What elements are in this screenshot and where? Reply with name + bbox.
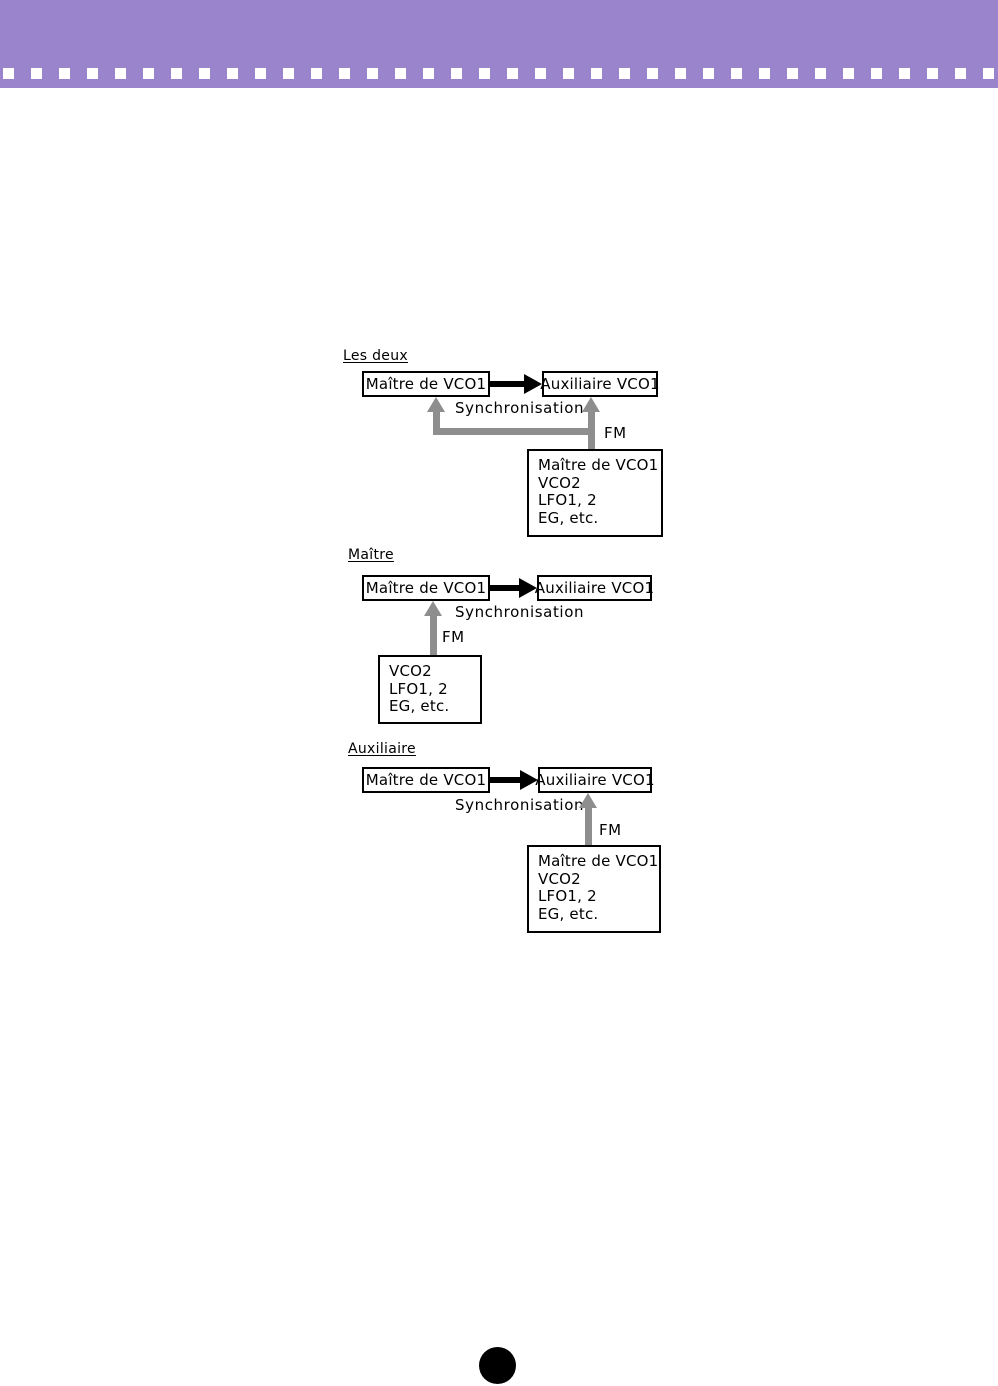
header-band bbox=[0, 0, 998, 88]
aux-vco1-box: Auxiliaire VCO1 bbox=[540, 371, 660, 397]
page-number-dot bbox=[479, 1347, 516, 1384]
source-line: EG, etc. bbox=[538, 904, 599, 923]
fm-arrow-stem-left bbox=[433, 411, 440, 429]
diagram-title: Les deux bbox=[343, 348, 408, 364]
fm-arrow-stem-right bbox=[588, 411, 595, 449]
aux-vco1-box: Auxiliaire VCO1 bbox=[535, 767, 655, 793]
source-line: VCO2 bbox=[538, 473, 581, 492]
fm-label: FM bbox=[599, 821, 622, 839]
diagram-title: Maître bbox=[348, 547, 394, 563]
fm-arrow-stem bbox=[430, 615, 437, 655]
fm-arrow-head-icon bbox=[579, 793, 597, 808]
source-line: Maître de VCO1 bbox=[538, 852, 659, 870]
sync-arrow-head-icon bbox=[524, 374, 542, 394]
sync-arrow-stem bbox=[489, 777, 521, 783]
fm-label: FM bbox=[604, 424, 627, 442]
source-line: VCO2 bbox=[538, 869, 581, 888]
fm-arrow-horizontal-line bbox=[433, 428, 595, 435]
sync-arrow-stem bbox=[489, 585, 521, 591]
header-dashed-line bbox=[0, 68, 998, 79]
aux-vco1-box: Auxiliaire VCO1 bbox=[535, 575, 654, 601]
master-vco1-box: Maître de VCO1 bbox=[362, 767, 490, 793]
master-vco1-box: Maître de VCO1 bbox=[362, 575, 490, 601]
sync-arrow-stem bbox=[489, 381, 525, 387]
diagram-title: Auxiliaire bbox=[348, 741, 416, 757]
sync-label: Synchronisation bbox=[455, 796, 585, 814]
source-line: LFO1, 2 bbox=[389, 679, 448, 698]
fm-arrow-head-left-icon bbox=[427, 397, 445, 412]
fm-label: FM bbox=[442, 628, 465, 646]
source-line: Maître de VCO1 bbox=[538, 456, 659, 474]
sync-label: Synchronisation bbox=[455, 603, 585, 621]
source-line: EG, etc. bbox=[389, 697, 450, 715]
master-vco1-box: Maître de VCO1 bbox=[362, 371, 490, 397]
source-line: LFO1, 2 bbox=[538, 887, 597, 905]
fm-arrow-head-right-icon bbox=[582, 397, 600, 412]
sync-arrow-head-icon bbox=[519, 578, 537, 598]
sync-arrow-head-icon bbox=[520, 770, 538, 790]
modulation-source-box: Maître de VCO1 VCO2 LFO1, 2 EG, etc. bbox=[527, 449, 663, 537]
sync-label: Synchronisation bbox=[455, 399, 585, 417]
fm-arrow-head-icon bbox=[424, 601, 442, 616]
modulation-source-box: VCO2 LFO1, 2 EG, etc. bbox=[378, 655, 482, 724]
modulation-source-box: Maître de VCO1 VCO2 LFO1, 2 EG, etc. bbox=[527, 845, 661, 933]
source-line: VCO2 bbox=[389, 662, 432, 680]
source-line: LFO1, 2 bbox=[538, 491, 597, 509]
source-line: EG, etc. bbox=[538, 508, 599, 527]
fm-arrow-stem bbox=[585, 807, 592, 845]
